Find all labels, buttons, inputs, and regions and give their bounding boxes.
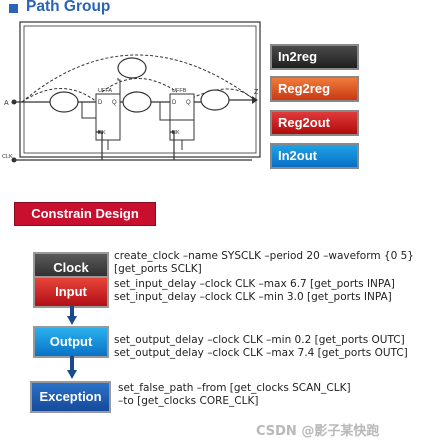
exception-command-line1: set_false_path –from [get_clocks SCAN_CL… (118, 382, 351, 394)
path-in2reg (21, 88, 98, 103)
logic-cloud-output (200, 89, 230, 111)
circuit-diagram: UFFA UFFB D Q CK D Q CK A Z CLK (2, 21, 261, 163)
path-reg2reg (101, 78, 178, 93)
arrow-stem-output (70, 356, 74, 372)
clock-port-dot (11, 157, 17, 163)
section-header: Constrain Design (14, 202, 156, 226)
clock-command: create_clock –name SYSCLK –period 20 –wa… (114, 250, 414, 275)
arrow-stem-input (70, 306, 74, 318)
output-command-line2: set_output_delay –clock CLK –max 7.4 [ge… (114, 346, 408, 359)
wire-loop-a (81, 78, 121, 119)
clock-port-label: CLK (2, 154, 13, 160)
output-port-label: Z (254, 89, 259, 96)
input-command-line1: set_input_delay –clock CLK –max 6.7 [get… (114, 278, 395, 290)
clock-command-line1: create_clock –name SYSCLK –period 20 –wa… (114, 250, 414, 262)
flop-b-pin-q: Q (186, 100, 191, 106)
flop-b-label: UFFB (172, 88, 187, 94)
input-port-dot (11, 99, 17, 105)
flop-a-pin-q: Q (112, 100, 117, 106)
page-title: Path Group (26, 0, 111, 15)
wire-clk-stubs (107, 140, 183, 150)
logic-cloud-mid (122, 91, 152, 113)
output-command-line1: set_output_delay –clock CLK –min 0.2 [ge… (114, 334, 405, 346)
flop-b-pin-d: D (172, 100, 177, 106)
category-in2out: In2out (270, 143, 359, 169)
logic-cloud-top (117, 57, 147, 79)
arrow-down-icon (67, 370, 77, 379)
wire-loop-b (159, 102, 195, 121)
output-port-arrow (252, 96, 258, 104)
clock-marker-b (172, 130, 176, 134)
path-in2out (21, 54, 253, 103)
input-port-label: A (4, 100, 9, 107)
header-bullet (9, 4, 18, 13)
tag-output: Output (33, 326, 109, 358)
watermark: CSDN @影子某快跑 (256, 424, 380, 439)
logic-cloud-input (49, 91, 79, 113)
clock-command-line2: [get_ports SCLK] (114, 262, 202, 275)
tag-input: Input (33, 276, 109, 308)
exception-command-line2: –to [get_clocks CORE_CLK] (118, 394, 259, 407)
flop-a-label: UFFA (98, 88, 112, 94)
arrow-down-icon (67, 316, 77, 325)
category-reg2out: Reg2out (270, 110, 359, 136)
path-reg2out (191, 88, 253, 99)
clock-tree (16, 131, 252, 161)
frame-inner (23, 25, 257, 154)
flop-a-pin-d: D (98, 100, 103, 106)
flop-b-pin-ck: CK (172, 130, 180, 136)
input-command-line2: set_input_delay –clock CLK –min 3.0 [get… (114, 290, 392, 303)
exception-command: set_false_path –from [get_clocks SCAN_CL… (118, 382, 351, 407)
category-in2reg: In2reg (270, 44, 359, 70)
category-reg2reg: Reg2reg (270, 76, 359, 102)
input-command: set_input_delay –clock CLK –max 6.7 [get… (114, 278, 395, 303)
clock-marker-a (98, 130, 102, 134)
tag-exception: Exception (30, 381, 111, 413)
output-command: set_output_delay –clock CLK –min 0.2 [ge… (114, 334, 408, 359)
frame-outer (19, 21, 261, 158)
